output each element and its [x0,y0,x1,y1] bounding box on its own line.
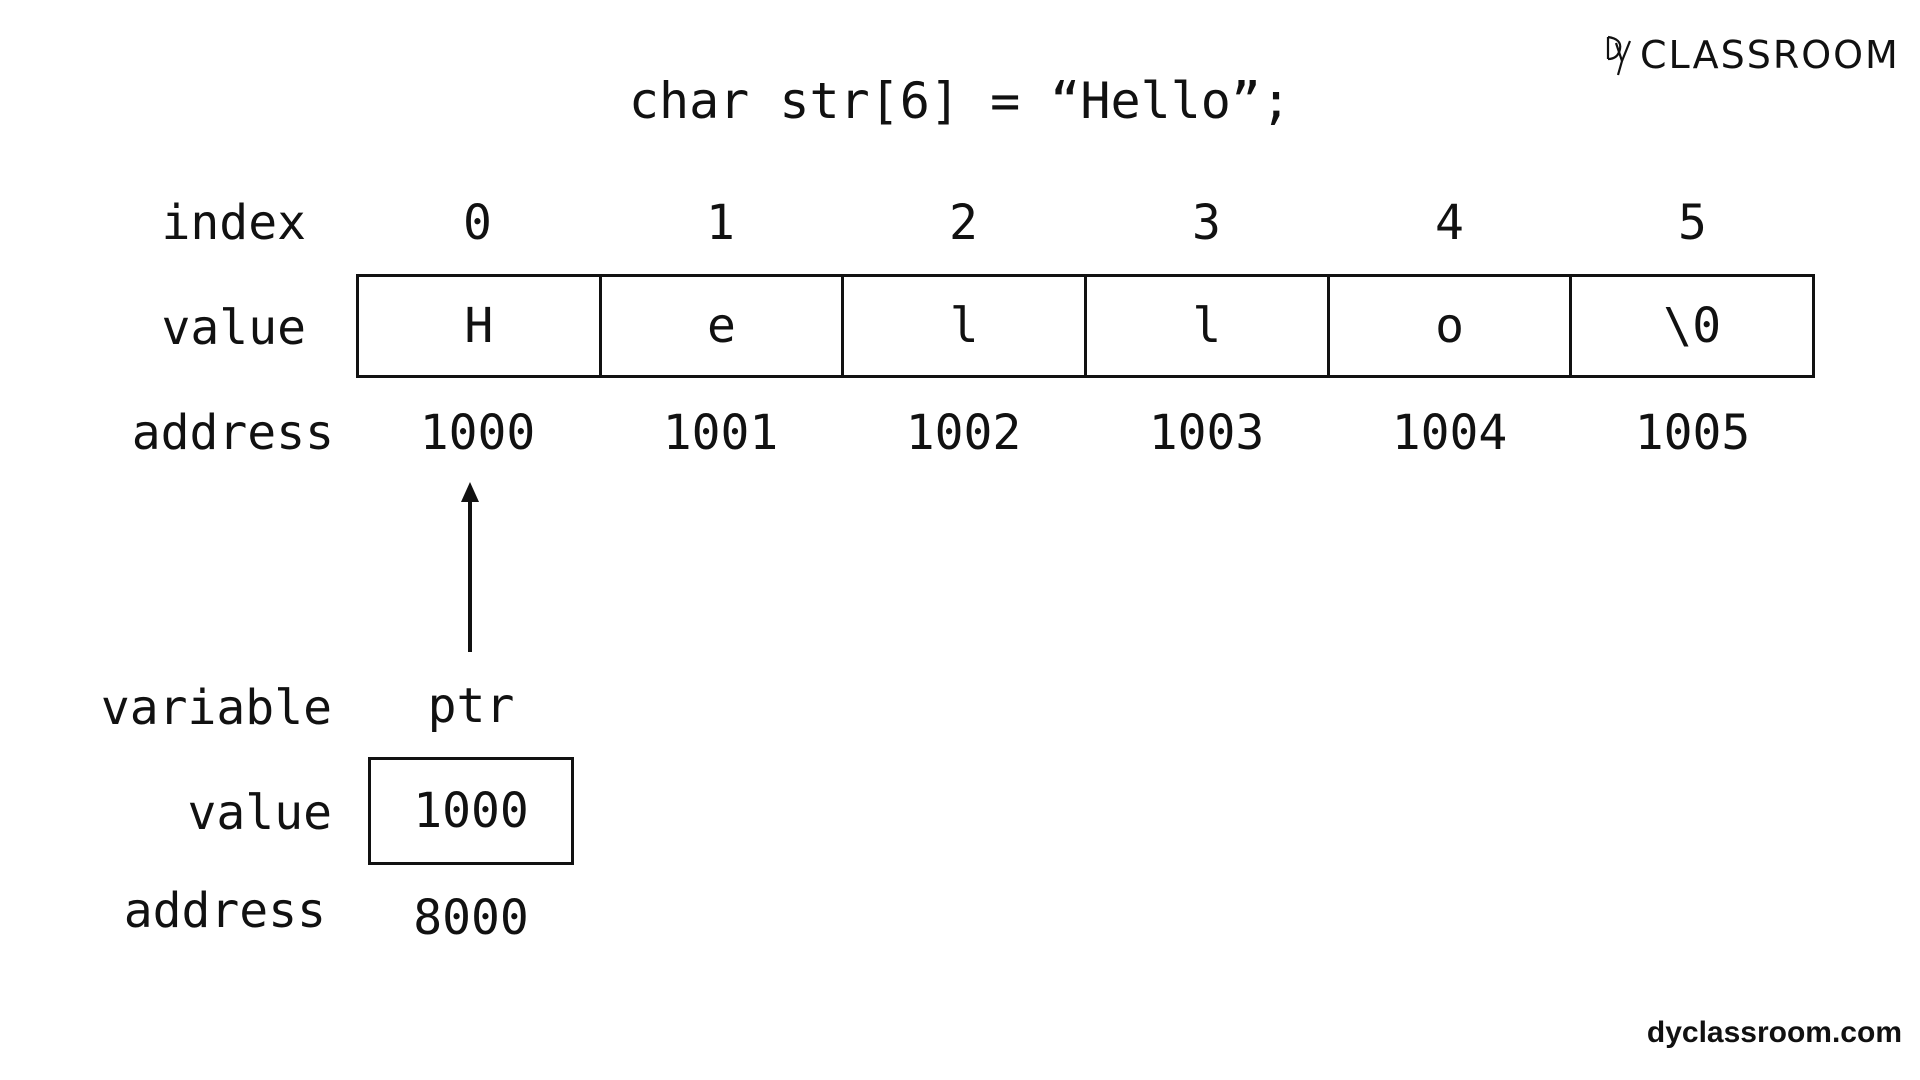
ptr-value-box: 1000 [368,757,574,865]
address-4: 1004 [1391,405,1508,461]
ptr-address: 8000 [413,890,529,946]
index-1: 1 [706,195,735,251]
code-declaration: char str[6] = “Hello”; [628,72,1292,130]
address-1: 1001 [662,405,779,461]
index-2: 2 [949,195,978,251]
array-box: H e l l o \0 [356,274,1815,378]
address-0: 1000 [419,405,536,461]
site-url: dyclassroom.com [1646,1016,1902,1049]
address-5: 1005 [1634,405,1751,461]
variable-label: variable [100,680,332,736]
index-5: 5 [1678,195,1707,251]
index-label: index [161,195,307,251]
address-3: 1003 [1148,405,1265,461]
index-4: 4 [1435,195,1464,251]
array-cell-3: l [1087,277,1330,375]
array-cell-5: \0 [1663,298,1722,354]
classroom-logo: CLASSROOM [1604,30,1900,80]
array-cell-4: o [1330,277,1573,375]
dy-logo-icon [1606,35,1632,76]
ptr-value-label: value [187,785,333,841]
address-2: 1002 [905,405,1022,461]
index-3: 3 [1192,195,1221,251]
logo-text: CLASSROOM [1640,33,1900,77]
array-cell-1: e [602,277,845,375]
ptr-address-label: address [123,883,326,939]
index-0: 0 [463,195,492,251]
pointer-arrow [461,482,479,652]
address-label: address [131,405,334,461]
array-cell-0: H [359,277,602,375]
value-label: value [161,300,307,356]
ptr-name: ptr [427,678,515,734]
array-cell-2: l [844,277,1088,375]
